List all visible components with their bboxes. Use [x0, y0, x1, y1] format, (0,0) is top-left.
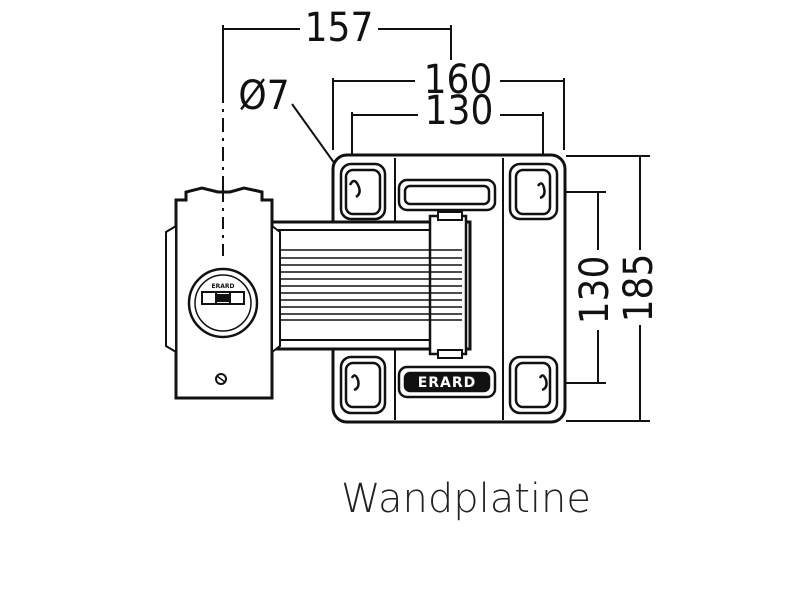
screw-icon	[215, 373, 227, 385]
dimension-label-160: 160	[424, 57, 493, 103]
level-logo-text: ERARD	[212, 283, 235, 290]
hinge-arm	[268, 211, 472, 359]
plate-logo-badge	[397, 365, 497, 399]
mounting-pad-bottom-left	[339, 355, 387, 415]
dimension-label-130-vertical: 130	[572, 256, 618, 325]
plate-logo-text: ERARD	[418, 375, 477, 391]
drawing-caption: Wandplatine	[341, 476, 591, 522]
mounting-pad-top-left	[339, 162, 387, 221]
mounting-pad-bottom-right	[508, 355, 559, 415]
dimension-label-157: 157	[305, 5, 374, 51]
mounting-pad-top-right	[508, 162, 559, 221]
dimension-label-diameter: Ø7	[238, 73, 289, 119]
spirit-level	[187, 267, 259, 339]
dimension-160	[332, 78, 565, 150]
dimension-label-130-horizontal: 130	[425, 88, 494, 134]
dimension-185	[566, 155, 650, 422]
plate-top-slot	[397, 178, 497, 212]
dimension-label-185: 185	[616, 254, 662, 323]
